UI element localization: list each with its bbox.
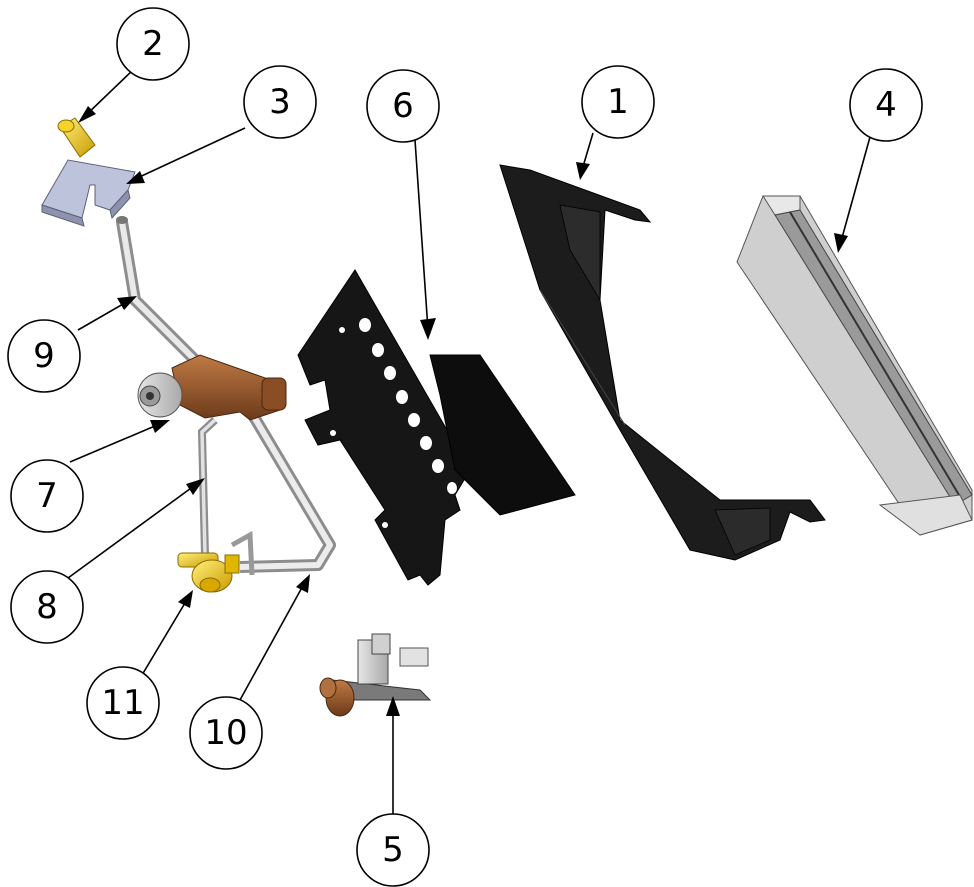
part-7-valve-body bbox=[137, 354, 287, 421]
part-6-rear-sheet bbox=[429, 354, 576, 516]
part-1-black-bracket bbox=[499, 164, 826, 561]
part-10-tube bbox=[239, 406, 336, 573]
part-6-panel-with-holes bbox=[297, 269, 471, 586]
part-2-brass-nipple bbox=[57, 117, 96, 158]
balloon-label: 1 bbox=[607, 82, 629, 122]
balloon-label: 3 bbox=[269, 82, 291, 122]
balloon-label: 10 bbox=[204, 713, 247, 753]
balloon-7: 7 bbox=[10, 459, 84, 533]
part-8-tube bbox=[197, 417, 255, 576]
balloon-5: 5 bbox=[356, 813, 430, 887]
balloon-label: 4 bbox=[875, 85, 897, 125]
balloon-label: 9 bbox=[33, 336, 55, 376]
part-11-brass-fitting bbox=[177, 552, 240, 593]
balloon-label: 2 bbox=[142, 24, 164, 64]
part-4-steel-channel bbox=[736, 195, 973, 536]
balloon-6: 6 bbox=[366, 69, 440, 143]
balloon-label: 11 bbox=[101, 683, 144, 723]
part-5-valve-assembly bbox=[319, 633, 432, 717]
balloon-10: 10 bbox=[189, 696, 263, 770]
balloon-11: 11 bbox=[86, 666, 160, 740]
balloon-9: 9 bbox=[7, 319, 81, 393]
balloon-label: 5 bbox=[382, 830, 404, 870]
balloon-label: 7 bbox=[36, 476, 58, 516]
balloon-4: 4 bbox=[849, 68, 923, 142]
balloon-1: 1 bbox=[581, 65, 655, 139]
leaders bbox=[67, 67, 871, 815]
balloon-2: 2 bbox=[116, 7, 190, 81]
part-3-slotted-bracket bbox=[41, 159, 136, 227]
balloon-8: 8 bbox=[10, 570, 84, 644]
balloon-3: 3 bbox=[243, 65, 317, 139]
balloon-label: 6 bbox=[392, 86, 414, 126]
balloon-label: 8 bbox=[36, 587, 58, 627]
part-9-tube bbox=[116, 216, 206, 371]
